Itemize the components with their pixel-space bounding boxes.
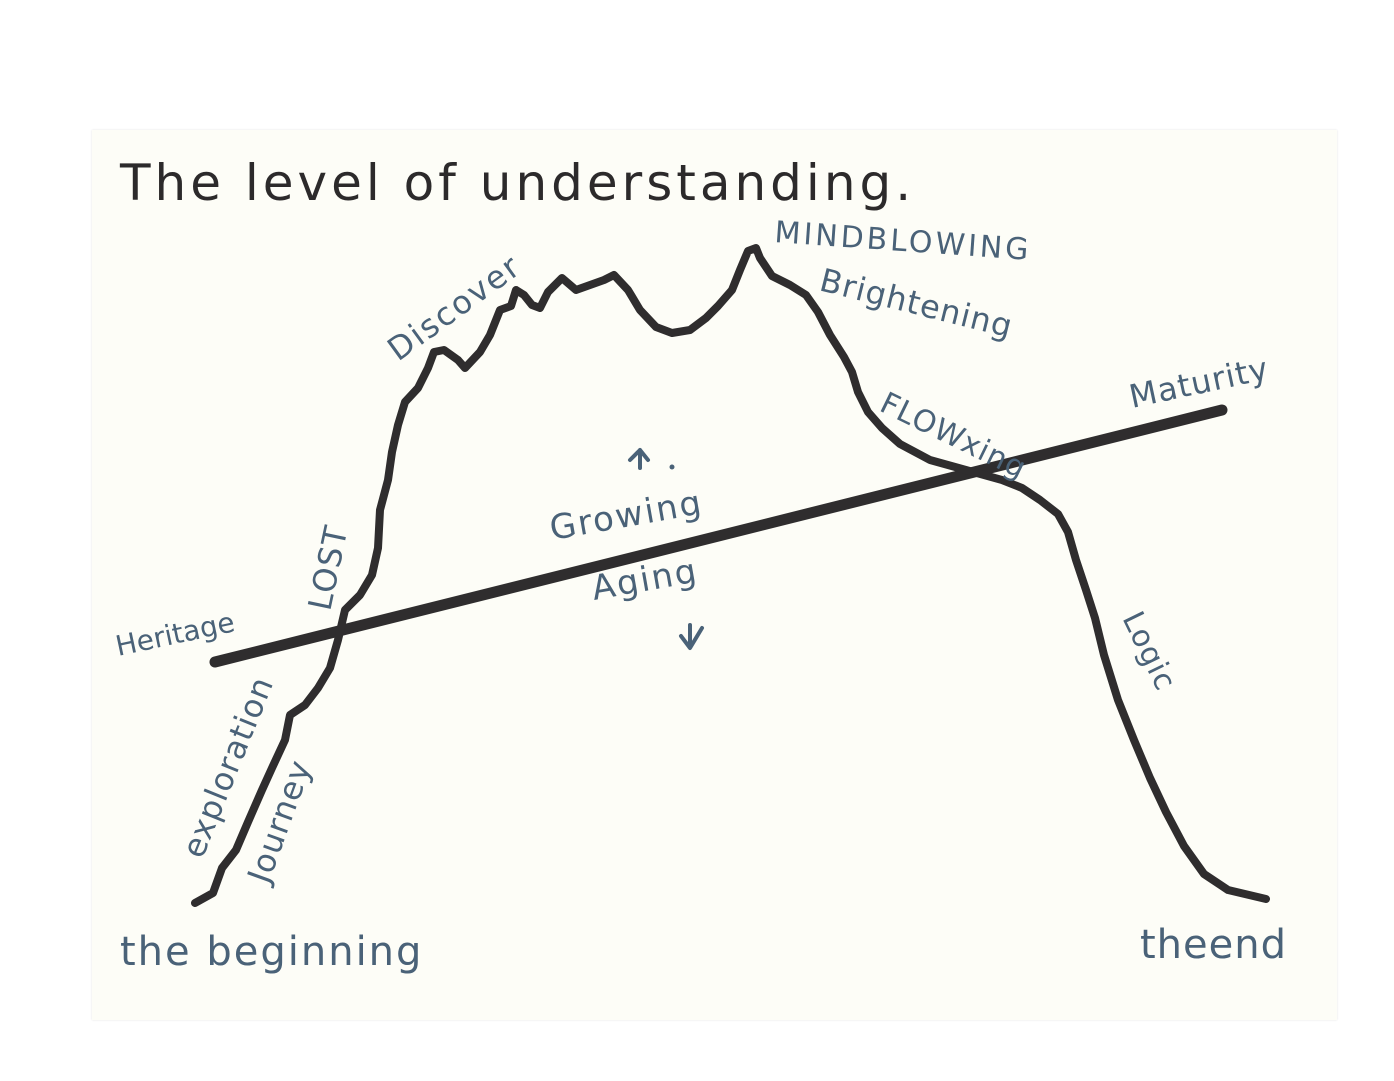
label-flowing: FLOWxing bbox=[874, 386, 1032, 487]
down-arrow-icon bbox=[679, 623, 704, 650]
diagram-title: The level of understanding. bbox=[119, 154, 915, 212]
label-the-end: theend bbox=[1140, 922, 1287, 968]
heritage-maturity-line bbox=[209, 404, 1228, 668]
label-the-beginning: the beginning bbox=[120, 929, 423, 975]
up-arrow-icon bbox=[628, 448, 650, 470]
label-lost: LOST bbox=[301, 522, 356, 614]
understanding-curve bbox=[191, 244, 1270, 907]
label-heritage: Heritage bbox=[113, 605, 238, 662]
label-logic: Logic bbox=[1115, 606, 1183, 696]
label-growing: Growing bbox=[547, 483, 706, 549]
paper-card bbox=[92, 130, 1337, 1020]
dot-mark bbox=[669, 464, 675, 470]
label-brightening: Brightening bbox=[816, 261, 1017, 346]
label-mindblowing: MINDBLOWING bbox=[773, 215, 1032, 268]
label-maturity: Maturity bbox=[1126, 349, 1272, 416]
